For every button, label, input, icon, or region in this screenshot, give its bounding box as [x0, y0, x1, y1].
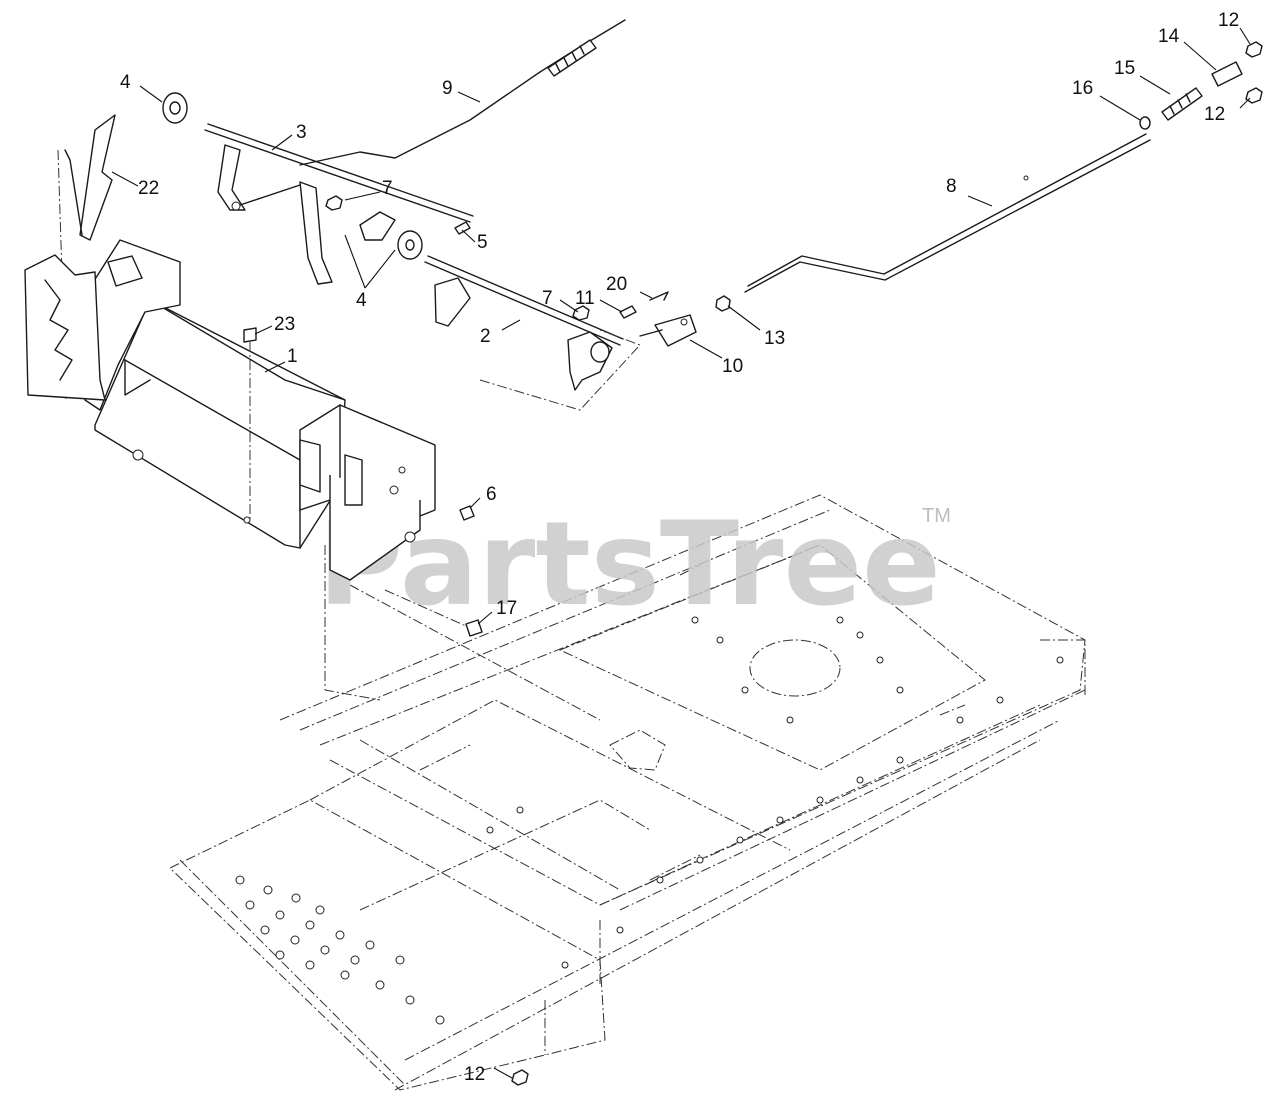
callout-13: 13: [764, 328, 785, 349]
callout-4-upper: 4: [120, 72, 131, 93]
callout-23: 23: [274, 314, 295, 335]
callout-10: 10: [722, 356, 743, 377]
watermark-text: PartsTree: [318, 497, 941, 632]
panel-22: [24, 114, 116, 401]
callout-labels: 4 9 3 22 7 5 4 23 1 7 11 20 2 10 13 8 16…: [120, 10, 1239, 1085]
callout-1: 1: [287, 346, 298, 367]
shaft-2: [424, 255, 641, 411]
flange-4-lower: [359, 211, 423, 260]
yoke-10: [639, 314, 697, 347]
shaft-3: [204, 123, 474, 285]
cable-9: [299, 19, 626, 166]
callout-12-top: 12: [1218, 10, 1239, 31]
leader-lines: [111, 27, 1251, 1079]
callout-17: 17: [496, 598, 517, 619]
callout-22: 22: [138, 178, 159, 199]
callout-6: 6: [486, 484, 497, 505]
watermark-trademark: TM: [922, 505, 951, 527]
callout-20: 20: [606, 274, 627, 295]
callout-8: 8: [946, 176, 957, 197]
callout-2: 2: [480, 326, 491, 347]
callout-12-right: 12: [1204, 104, 1225, 125]
callout-11: 11: [575, 288, 595, 309]
frame-phantom: [169, 494, 1086, 1091]
console-housing: [84, 239, 436, 581]
hardware-small: [243, 41, 1263, 1086]
callout-12-bottom: 12: [464, 1064, 485, 1085]
callout-3: 3: [296, 122, 307, 143]
rod-8: [744, 133, 1151, 293]
callout-9: 9: [442, 78, 453, 99]
callout-7-lower: 7: [542, 288, 553, 309]
flange-4-upper: [162, 92, 188, 124]
callout-7-upper: 7: [382, 178, 393, 199]
callout-15: 15: [1114, 58, 1135, 79]
callout-4-lower: 4: [356, 290, 367, 311]
callout-14: 14: [1158, 26, 1180, 47]
callout-16: 16: [1072, 78, 1093, 99]
callout-5: 5: [477, 232, 488, 253]
frame-holes: [235, 616, 1064, 1025]
